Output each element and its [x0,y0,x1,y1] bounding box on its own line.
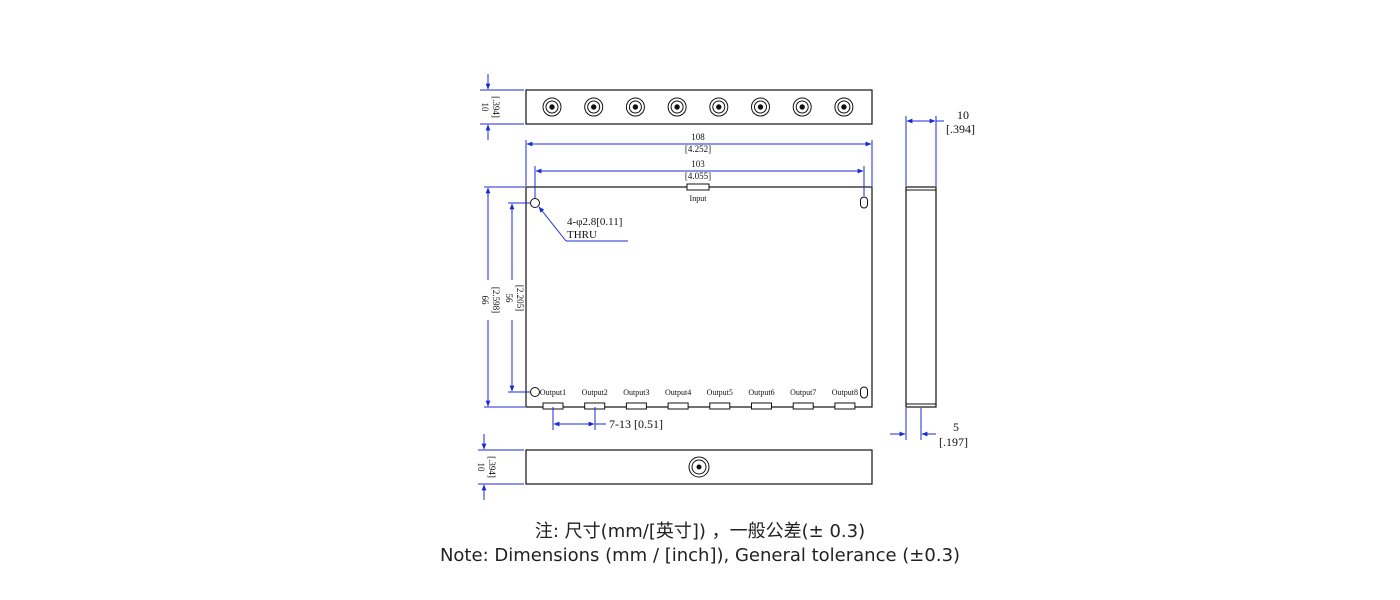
output-label: Output4 [665,388,691,397]
overall-height-inch: [2.598] [491,287,501,313]
output-label: Output8 [832,388,858,397]
side-thickness-inch: [.394] [946,122,975,136]
side-offset-dimension [890,408,936,440]
side-view-body [905,186,937,408]
mounting-hole-top-right [860,196,868,209]
output-label: Output3 [623,388,649,397]
overall-height-dimension [484,186,525,408]
output-label: Output2 [582,388,608,397]
hole-leader [538,206,628,242]
input-connector-icon [688,456,710,478]
output-label: Output1 [540,388,566,397]
output-connector-stub [751,402,772,410]
sma-connector-icon [542,97,562,117]
sma-connector-icon [834,97,854,117]
sma-connector-icon [667,97,687,117]
hole-spacing-width-value: 103 [691,159,705,169]
overall-width-value: 108 [691,132,705,142]
side-view: 10 [.394] 5 [.197] [890,108,975,449]
sma-connector-icon [625,97,645,117]
output-pitch-note: 7-13 [0.51] [609,417,663,431]
bottom-view-body [525,449,873,485]
output-label: Output6 [748,388,774,397]
side-offset-inch: [.197] [939,435,968,449]
output-connector-stub [667,402,689,410]
output-connector-stub [834,402,856,410]
sma-connector-icon [584,97,604,117]
hole-note-thru: THRU [567,229,597,241]
hole-spacing-width-dimension [534,166,865,198]
output-connector-stub [792,402,814,410]
note-english: Note: Dimensions (mm / [inch]), General … [439,545,961,566]
bottom-height-value: 10 [476,463,486,473]
mounting-hole-top-left [530,198,540,208]
sma-connector-icon [792,97,812,117]
overall-width-dimension [525,140,873,186]
output-connector-stub [625,402,647,410]
hole-note-size: 4-φ2.8[0.11] [567,216,622,228]
hole-spacing-width-inch: [4.055] [685,171,711,181]
side-thickness-dimension [905,116,944,186]
hole-spacing-height-inch: [2.205] [515,285,525,311]
side-thickness-value: 10 [957,108,969,122]
top-height-dimension [480,74,524,140]
notes: 注: 尺寸(mm/[英寸]) ，一般公差(± 0.3) Note: Dimens… [0,520,1400,568]
output-label: Output7 [790,388,816,397]
output-row: Output1 Output2 Output3 Output4 Output5 Outpu… [540,388,858,410]
top-view: 10 [.394] [480,74,873,140]
output-label: Output5 [707,388,733,397]
sma-connector-icon [751,97,770,117]
input-label: Input [690,194,708,203]
output-connector-stub [709,402,731,410]
side-offset-value: 5 [953,420,959,434]
bottom-height-inch: [.394] [487,456,497,478]
connector-row [542,97,854,117]
top-height-inch: [.394] [491,96,501,118]
overall-height-value: 66 [480,296,490,306]
sma-connector-icon [709,97,729,117]
hole-spacing-height-dimension [508,202,530,393]
output-pitch-dimension [552,407,606,430]
bottom-height-dimension [478,434,524,500]
overall-width-inch: [4.252] [685,144,711,154]
top-view-body [525,89,873,125]
hole-spacing-height-value: 56 [504,294,514,304]
input-connector-stub [686,183,710,191]
mounting-hole-bottom-right [860,386,868,399]
note-chinese: 注: 尺寸(mm/[英寸]) ，一般公差(± 0.3) [534,521,866,542]
top-height-value: 10 [480,103,490,113]
bottom-view: 10 [.394] [476,434,873,500]
mounting-hole-bottom-left [530,387,540,397]
